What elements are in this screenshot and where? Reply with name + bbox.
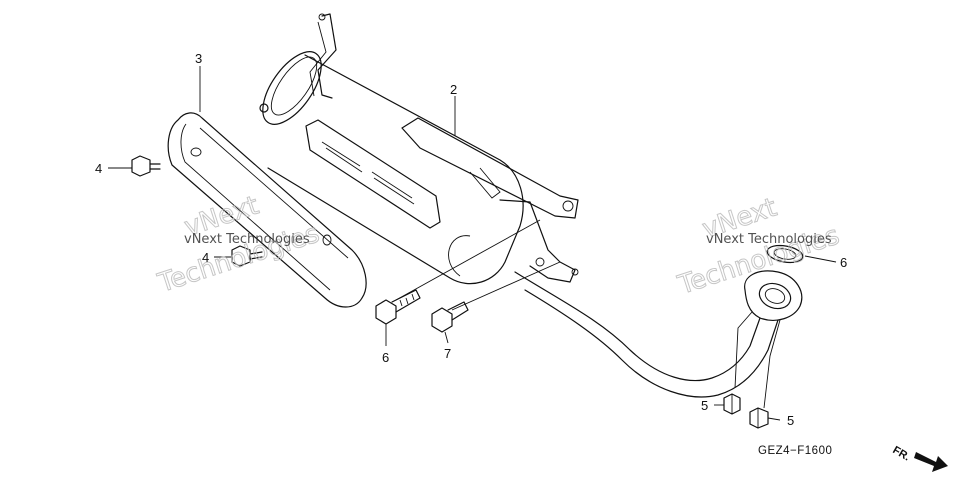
callout-part-2: 2 bbox=[450, 82, 457, 97]
watermark-line-right: vNext Technologies bbox=[706, 232, 832, 247]
watermark-left: vNext Technologies vNext Technologies bbox=[153, 190, 323, 299]
nut-part-5-right bbox=[749, 407, 769, 429]
nut-part-5-left bbox=[723, 393, 741, 415]
front-direction-arrow-icon: FR. bbox=[891, 444, 948, 472]
muffler-protector-part-3 bbox=[167, 112, 367, 308]
callout-part-4-mid: 4 bbox=[202, 250, 209, 265]
callout-part-7: 7 bbox=[444, 346, 451, 361]
watermark-line-left: vNext Technologies bbox=[184, 232, 310, 247]
watermark-word-b-left: Technologies bbox=[154, 219, 323, 299]
callout-part-6-right: 6 bbox=[840, 255, 847, 270]
bolt-part-4-mid bbox=[231, 245, 263, 267]
direction-label: FR. bbox=[891, 444, 912, 463]
callout-part-5-left: 5 bbox=[701, 398, 708, 413]
diagram-code: GEZ4−F1600 bbox=[758, 445, 832, 457]
muffler-body-part-2 bbox=[259, 13, 579, 285]
exhaust-pipe bbox=[514, 244, 804, 409]
callout-part-6-bottom: 6 bbox=[382, 350, 389, 365]
bolt-part-6 bbox=[375, 289, 421, 325]
bolt-part-7 bbox=[431, 301, 469, 333]
callout-part-5-right: 5 bbox=[787, 413, 794, 428]
callout-part-4-top: 4 bbox=[95, 161, 102, 176]
bolt-part-4-top bbox=[131, 155, 161, 177]
callout-part-3: 3 bbox=[195, 51, 202, 66]
leader-lines bbox=[108, 66, 837, 421]
watermark-right: vNext Technologies vNext Technologies bbox=[673, 192, 843, 301]
